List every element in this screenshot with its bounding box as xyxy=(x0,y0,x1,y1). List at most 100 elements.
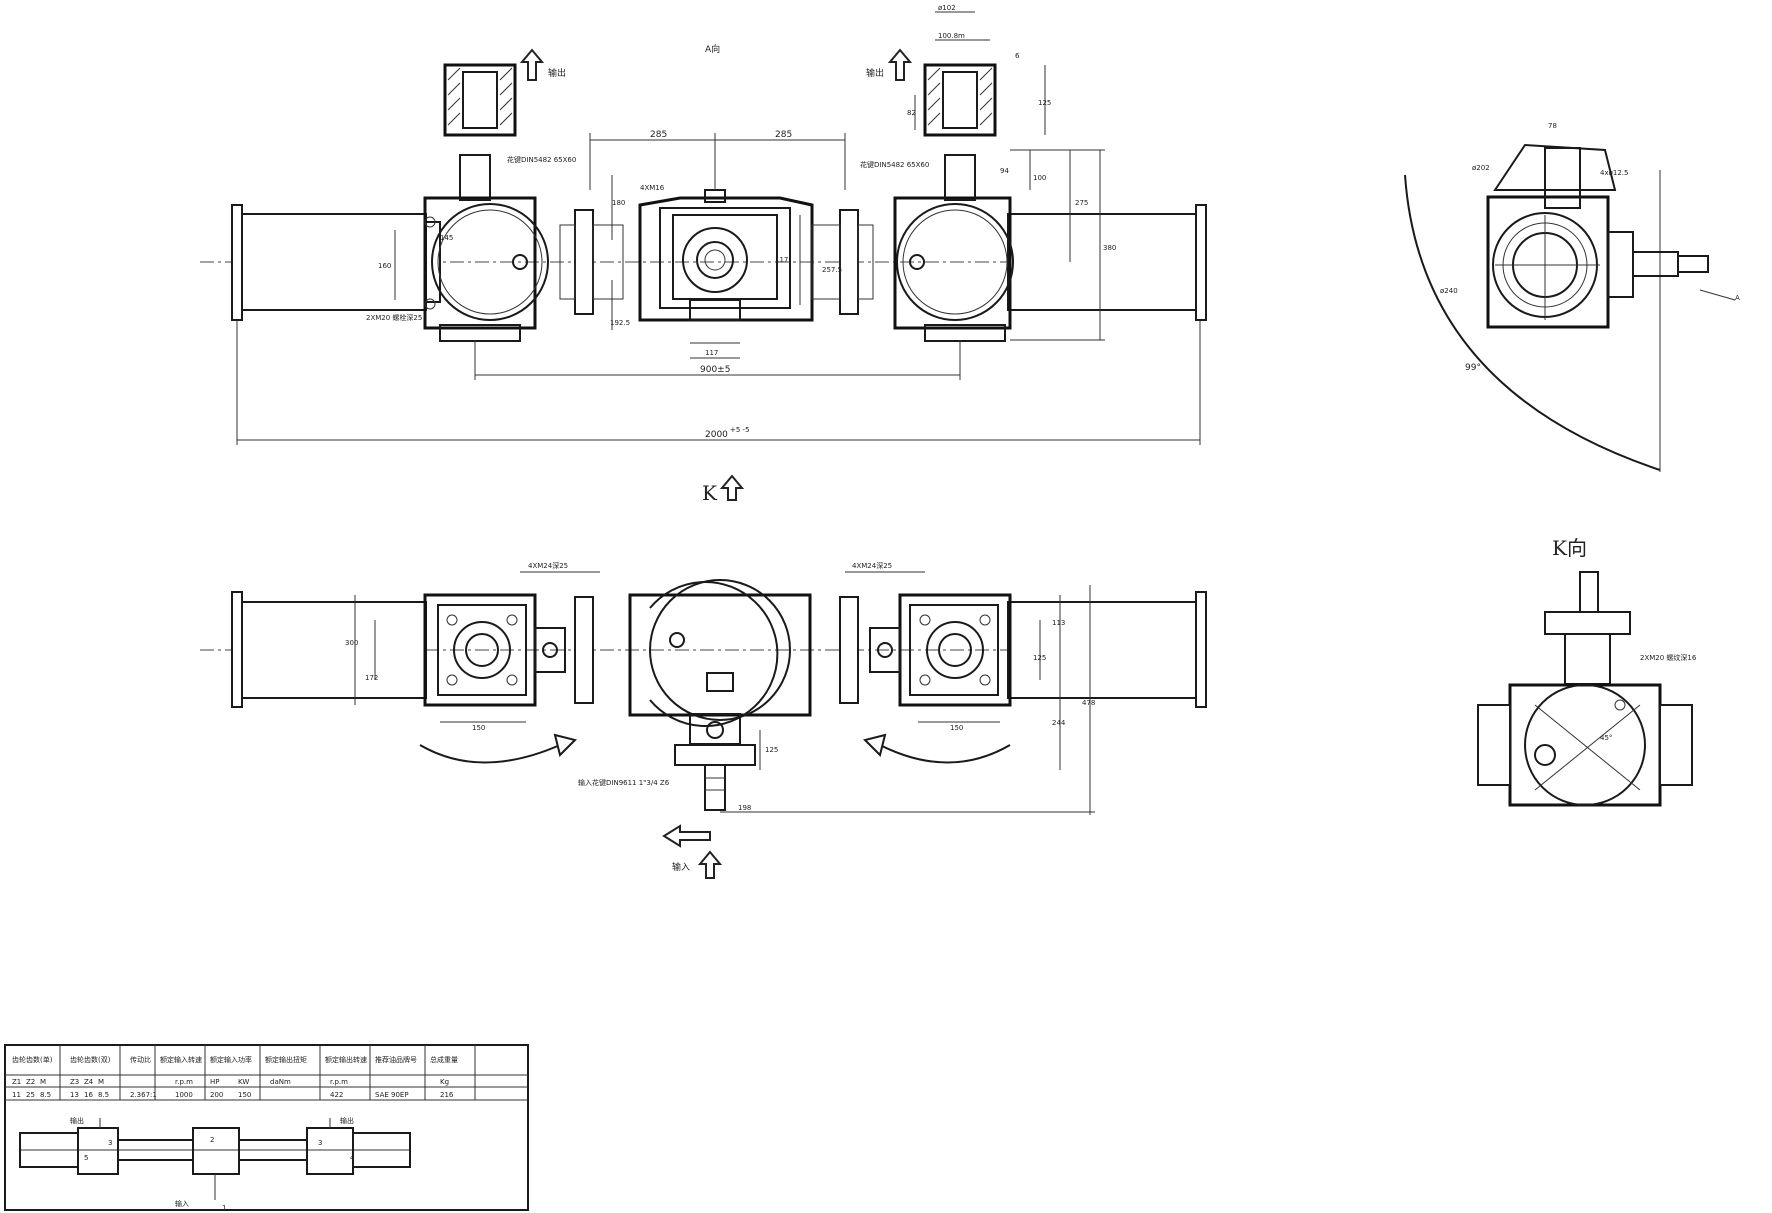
k-marker: K xyxy=(702,481,718,505)
spec-value-9: 150 xyxy=(238,1091,251,1099)
dim-125: 125 xyxy=(1038,99,1051,107)
spec-subheader-9: KW xyxy=(238,1078,249,1086)
dim-257-5: 257.5 xyxy=(822,266,842,274)
dim-150-left: 150 xyxy=(472,724,485,732)
spec-value-4: 16 xyxy=(84,1091,93,1099)
dim-100: 100 xyxy=(1033,174,1046,182)
schematic-output-left: 输出 xyxy=(70,1116,84,1125)
bolt-top-right: 4XM24深25 xyxy=(852,561,892,570)
schematic-output-right: 输出 xyxy=(340,1116,354,1125)
output-label-right: 输出 xyxy=(866,67,884,79)
dim-285-left: 285 xyxy=(650,130,667,140)
dim-192-5: 192.5 xyxy=(610,319,630,327)
spec-value-2: 8.5 xyxy=(40,1091,51,1099)
input-spline-label: 输入花键DIN9611 1"3/4 Z6 xyxy=(578,778,670,787)
dim-180: 180 xyxy=(612,199,625,207)
flange-label-left: 花键DIN5482 65X60 xyxy=(507,155,576,164)
spec-value-6: 2.367:1 xyxy=(130,1091,157,1099)
input-label: 输入 xyxy=(672,861,690,873)
dim-phi100: 100.8m xyxy=(938,32,965,40)
schematic-n3b: 3 xyxy=(318,1139,322,1147)
spec-value-5: 8.5 xyxy=(98,1091,109,1099)
dim-198: 198 xyxy=(738,804,751,812)
spec-subheader-4: Z4 xyxy=(84,1078,94,1086)
dim-150-right: 150 xyxy=(950,724,963,732)
dim-99deg: 99° xyxy=(1465,363,1481,373)
spec-subheader-13: Kg xyxy=(440,1078,449,1086)
dim-478: 478 xyxy=(1082,699,1095,707)
spec-header-8: 总成重量 xyxy=(430,1055,458,1064)
side-view: A 78 ø202 4xø12.5 ø240 99° xyxy=(1404,122,1740,472)
spec-value-13: 216 xyxy=(440,1091,454,1099)
k-view-title: K向 xyxy=(1552,536,1587,560)
dim-160: 160 xyxy=(378,262,391,270)
plan-view-labels: 4XM24深25 4XM24深25 300 172 150 150 244 47… xyxy=(345,561,1095,873)
front-view-labels: A向 输出 输出 花键DIN5482 65X60 花键DIN5482 65X60… xyxy=(366,4,1116,505)
spec-header-6: 额定输出转速 xyxy=(325,1055,367,1064)
dim-82: 82 xyxy=(907,109,916,117)
spec-value-12: SAE 90EP xyxy=(375,1091,409,1099)
dim-244: 244 xyxy=(1052,719,1066,727)
flange-label-right: 花键DIN5482 65X60 xyxy=(860,160,929,169)
view-a-marker: A xyxy=(1735,294,1740,302)
spec-header-4: 额定输入功率 xyxy=(210,1055,252,1064)
dim-285-right: 285 xyxy=(775,130,792,140)
spec-subheader-11: r.p.m xyxy=(330,1078,348,1086)
plan-view xyxy=(200,571,1207,879)
output-label-left: 输出 xyxy=(548,67,566,79)
dim-117-side: 117 xyxy=(775,256,788,264)
spec-table: 齿轮齿数(单) 齿轮齿数(双) 传动比额定输入转速额定输入功率 额定输出扭矩 额定输出转… xyxy=(4,1044,529,1211)
schematic: 输出 输出 输入 1 2 3 3 4 5 xyxy=(19,1116,411,1212)
dim-94: 94 xyxy=(1000,167,1009,175)
spec-header-0: 齿轮齿数(单) xyxy=(12,1055,53,1064)
dim-125-b: 125 xyxy=(1033,654,1046,662)
spec-header-5: 额定输出扭矩 xyxy=(265,1055,307,1064)
spec-value-1: 25 xyxy=(26,1091,35,1099)
dim-phi102: ø102 xyxy=(938,4,956,12)
spec-subheader-0: Z1 xyxy=(12,1078,21,1086)
view-a-title: A向 xyxy=(705,43,720,55)
dim-380: 380 xyxy=(1103,244,1116,252)
spec-value-3: 13 xyxy=(70,1091,79,1099)
schematic-n1: 1 xyxy=(222,1204,226,1212)
dim-2000: 2000 xyxy=(705,430,728,440)
schematic-n4: 4 xyxy=(350,1154,355,1162)
dim-900: 900±5 xyxy=(700,365,730,375)
spec-value-0: 11 xyxy=(12,1091,21,1099)
dim-45deg: 45° xyxy=(1600,734,1612,742)
bolt-top-left: 4XM24深25 xyxy=(528,561,568,570)
front-view xyxy=(200,11,1207,445)
k-view: K向 45° 2XM20 螺纹深16 xyxy=(1477,536,1697,807)
dim-125-c: 125 xyxy=(765,746,778,754)
dim-275: 275 xyxy=(1075,199,1088,207)
dim-300: 300 xyxy=(345,639,358,647)
spec-subheader-5: M xyxy=(98,1078,104,1086)
dim-phi202: ø202 xyxy=(1472,164,1490,172)
dim-145: 145 xyxy=(440,234,453,242)
schematic-n3: 3 xyxy=(108,1139,112,1147)
dim-172: 172 xyxy=(365,674,378,682)
spec-subheader-8: HP xyxy=(210,1078,220,1086)
k-arrow-icon xyxy=(719,474,745,501)
spec-value-7: 1000 xyxy=(175,1091,193,1099)
dim-117-bottom: 117 xyxy=(705,349,718,357)
spec-header-3: 额定输入转速 xyxy=(160,1055,202,1064)
dim-78: 78 xyxy=(1548,122,1557,130)
spec-subheader-10: daNm xyxy=(270,1078,291,1086)
spec-subheader-2: M xyxy=(40,1078,46,1086)
spec-header-2: 传动比 xyxy=(130,1055,151,1064)
holes-center: 4XM16 xyxy=(640,184,665,192)
spec-subheader-3: Z3 xyxy=(70,1078,79,1086)
bolt-label-left: 2XM20 螺栓深25 xyxy=(366,313,422,322)
spec-header-7: 推荐油品牌号 xyxy=(375,1055,417,1064)
schematic-n5: 5 xyxy=(84,1154,88,1162)
schematic-input: 输入 xyxy=(175,1199,189,1208)
spec-header-1: 齿轮齿数(双) xyxy=(70,1055,111,1064)
k-bolt-label: 2XM20 螺纹深16 xyxy=(1640,653,1697,662)
dim-2000-tol: +5 -5 xyxy=(730,426,750,434)
spec-value-11: 422 xyxy=(330,1091,343,1099)
dim-4phi12-5: 4xø12.5 xyxy=(1600,169,1628,177)
dim-113: 113 xyxy=(1052,619,1065,627)
spec-subheader-1: Z2 xyxy=(26,1078,35,1086)
